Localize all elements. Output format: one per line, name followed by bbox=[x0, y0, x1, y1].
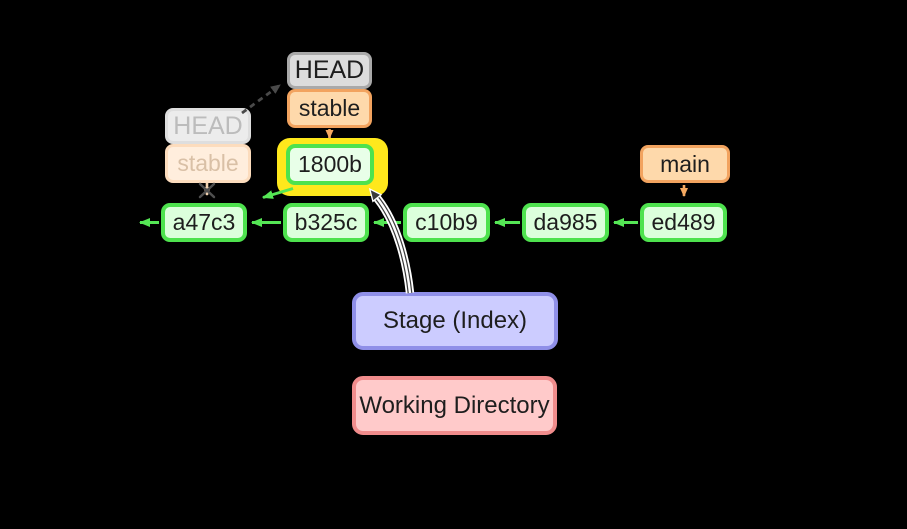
commit-node-a47c3: a47c3 bbox=[161, 203, 247, 242]
commit-label: ed489 bbox=[651, 209, 716, 235]
arrow-old-pointer-crossed bbox=[198, 182, 216, 199]
commit-label: a47c3 bbox=[172, 209, 236, 235]
commit-node-c10b9: c10b9 bbox=[403, 203, 490, 242]
stable-previous-label: stable bbox=[177, 150, 239, 176]
commit-node-ed489: ed489 bbox=[640, 203, 727, 242]
head-current-label: HEAD bbox=[294, 56, 365, 84]
commit-label: b325c bbox=[294, 209, 358, 235]
stable-current-label: stable bbox=[298, 95, 361, 121]
commit-node-da985: da985 bbox=[522, 203, 609, 242]
commit-label: 1800b bbox=[298, 151, 362, 177]
commit-label: da985 bbox=[533, 209, 598, 235]
commit-label: c10b9 bbox=[415, 209, 478, 235]
arrow-stage-to-1800b bbox=[368, 187, 415, 294]
working-directory-label: Working Directory bbox=[359, 391, 550, 419]
commit-node-b325c: b325c bbox=[283, 203, 369, 242]
node-head-previous: HEAD bbox=[165, 108, 251, 144]
stage-box: Stage (Index) bbox=[352, 292, 558, 350]
commit-node-1800b: 1800b bbox=[286, 144, 374, 185]
node-stable-current: stable bbox=[287, 89, 372, 128]
working-directory-box: Working Directory bbox=[352, 376, 557, 435]
node-head-current: HEAD bbox=[287, 52, 372, 89]
x-mark-icon bbox=[198, 182, 216, 199]
head-previous-label: HEAD bbox=[173, 111, 243, 140]
main-branch-label: main bbox=[660, 150, 710, 177]
stage-label: Stage (Index) bbox=[382, 307, 528, 334]
node-branch-main: main bbox=[640, 145, 730, 183]
x-mark-icon bbox=[198, 182, 216, 199]
node-stable-previous: stable bbox=[165, 144, 251, 183]
